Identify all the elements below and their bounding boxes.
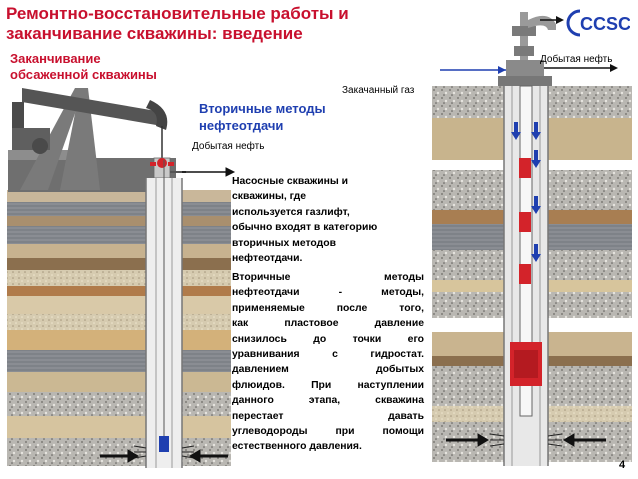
paragraph-pumping-wells: Насосные скважины и скважины, где исполь… [232, 174, 424, 266]
right-flow-arrows [446, 433, 606, 447]
p1-line: используется газлифт, [232, 206, 350, 218]
left-perforations [133, 445, 195, 459]
p2-line: как пластовое давление [232, 318, 424, 330]
right-perforations [489, 433, 563, 447]
paragraph-secondary-recovery: Вторичные методы нефтеотдачи - методы, п… [232, 270, 424, 455]
label-produced-oil-left: Добытая нефть [192, 141, 265, 152]
logo-text: CCSC [580, 14, 630, 34]
slide-subtitle: Заканчивание обсаженной скважины [10, 51, 157, 83]
left-flow-arrows [100, 167, 236, 463]
p2-line: углеводороды при помощи [232, 426, 424, 438]
subtitle-line-1: Заканчивание [10, 51, 101, 66]
company-logo: CCSC [566, 8, 631, 43]
p2-line: давлением добытых [232, 364, 424, 376]
subtitle-line-2: обсаженной скважины [10, 67, 157, 82]
p2-line: нефтеотдачи - методы, [232, 287, 424, 299]
pump-jack [8, 88, 176, 192]
p1-line: нефтеотдачи. [232, 253, 303, 265]
secondary-methods-heading: Вторичные методы нефтеотдачи [199, 100, 326, 134]
slide-title: Ремонтно-восстановительные работы и зака… [6, 4, 349, 43]
p2-line: флюидов. При наступлении [232, 379, 424, 391]
secondary-line-1: Вторичные методы [199, 101, 326, 116]
left-wellhead [150, 157, 186, 179]
p2-line: снизилось до точки его [232, 333, 424, 345]
left-well-bore [145, 160, 183, 468]
p1-line: Насосные скважины и [232, 176, 349, 187]
label-produced-oil-right: Добытая нефть [540, 54, 613, 65]
left-geology [7, 190, 231, 466]
p2-line: Вторичные методы [232, 272, 424, 283]
page-number: 4 [619, 459, 626, 471]
p2-line: естественного давления. [232, 441, 362, 453]
right-wellhead [440, 12, 618, 86]
label-injected-gas: Закачанный газ [342, 85, 415, 96]
p2-line: данного этапа, скважина [232, 395, 424, 407]
logo-mark: CCSC [566, 8, 631, 38]
p1-line: вторичных методов [232, 237, 336, 249]
p1-line: обычно входят в категорию [232, 222, 378, 234]
p2-line: перестает давать [232, 410, 424, 422]
p2-line: уравнивания с гидростат. [232, 349, 424, 361]
p2-line: применяемые после того, [232, 302, 424, 314]
right-well-bore [503, 85, 549, 466]
p1-line: скважины, где [232, 191, 306, 203]
gas-flow-arrows [511, 122, 541, 262]
secondary-line-2: нефтеотдачи [199, 118, 284, 133]
